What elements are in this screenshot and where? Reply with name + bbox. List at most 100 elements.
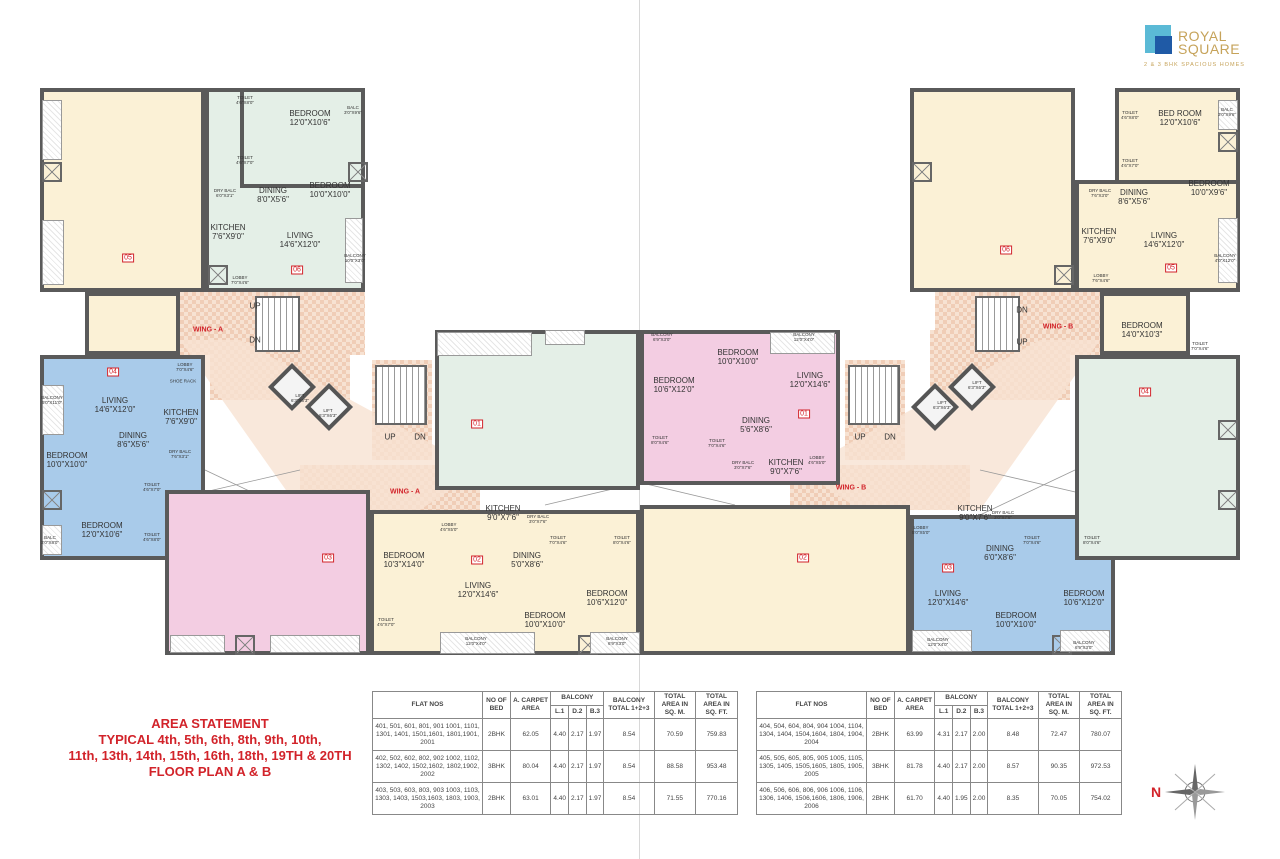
balcony-area: [42, 220, 64, 285]
flat-outline: [85, 292, 180, 355]
balcony-area: [437, 332, 532, 356]
room-name: BEDROOM: [524, 611, 566, 620]
balcony-area: [42, 100, 62, 160]
logo-name-1: ROYAL: [1178, 28, 1227, 44]
cell-carpet: 63.99: [893, 718, 936, 751]
room-dimensions: 10'6"X12'0": [586, 598, 628, 607]
room-dimensions: 12'0"X14'6": [927, 598, 969, 607]
col-l1: L.1: [550, 704, 569, 719]
room-dimensions: 10'6"X12'0": [653, 385, 695, 394]
room-name: BEDROOM: [1188, 179, 1230, 188]
room-name: LOBBY: [441, 522, 457, 527]
duct-shaft-icon: [912, 162, 932, 182]
staircase: [255, 296, 300, 352]
flat-number-badge: 04: [107, 367, 119, 377]
stair-direction-label: DN: [414, 432, 426, 442]
room-name: BALCONY: [1214, 253, 1236, 258]
room-dimensions: 3'0"X9'6": [1218, 112, 1236, 117]
wing-label: WING - B: [835, 484, 867, 492]
flat-outline: [240, 88, 365, 188]
room-dimensions: 8'6"X5'6": [117, 440, 149, 449]
stair-direction-label: UP: [1016, 337, 1028, 347]
cell-b3: 2.00: [969, 718, 989, 751]
room-name: DINING: [742, 416, 770, 425]
room-dimensions: 10'0"X10'0": [717, 357, 759, 366]
room-dimensions: 7'6"X9'0": [165, 417, 197, 426]
room-name: BEDROOM: [289, 109, 331, 118]
cell-flats: 405, 505, 605, 805, 905 1005, 1105, 1305…: [756, 750, 867, 783]
room-name: LOBBY: [913, 525, 929, 530]
cell-sqft: 972.53: [1079, 750, 1122, 783]
cell-sqm: 72.47: [1037, 718, 1081, 751]
room-name: DRY BALC: [526, 514, 550, 519]
room-name: DINING: [119, 431, 147, 440]
room-name: LIVING: [286, 231, 314, 240]
room-name: BEDROOM: [653, 376, 695, 385]
room-dimensions: 7'0"X4'6": [176, 367, 194, 372]
table-row: 403, 503, 603, 803, 903 1003, 1103, 1303…: [372, 782, 738, 815]
room-dimensions: 5'0"X11'0": [41, 400, 63, 405]
col-no-of-bed: NO OF BED: [482, 691, 511, 719]
room-name: LIVING: [101, 396, 129, 405]
room-name: BEDROOM: [309, 181, 351, 190]
room-name: TOILET: [1192, 341, 1208, 346]
room-dimensions: 4'6"X5'0": [808, 460, 826, 465]
room-dimensions: 7'0"X4'6": [549, 540, 567, 545]
room-name: SHOE RACK: [169, 378, 197, 384]
room-name: LOBBY: [177, 362, 193, 367]
col-balcony-total: BALCONY TOTAL 1+2+3: [603, 691, 655, 719]
duct-shaft-icon: [1218, 420, 1238, 440]
cell-l1: 4.40: [550, 718, 569, 751]
cell-bed: 3BHK: [482, 750, 511, 783]
room-name: LOBBY: [809, 455, 825, 460]
cell-sqft: 754.02: [1079, 782, 1122, 815]
room-name: DRY BALC: [731, 460, 755, 465]
room-name: KITCHEN: [957, 504, 993, 513]
cell-carpet: 61.70: [893, 782, 936, 815]
room-dimensions: 4'6"X7'0": [377, 622, 395, 627]
room-dimensions: 6'0"X8'6": [984, 553, 1016, 562]
room-dimensions: 12'0"X4'0": [793, 337, 815, 342]
room-name: BEDROOM: [717, 348, 759, 357]
cell-b3: 1.97: [585, 718, 605, 751]
flat-outline: [640, 505, 910, 655]
cell-sqft: 770.16: [695, 782, 738, 815]
room-name: LOBBY: [232, 275, 248, 280]
room-dimensions: 12'0"X4'0": [927, 642, 949, 647]
room-name: BEDROOM: [46, 451, 88, 460]
room-name: TOILET: [1084, 535, 1100, 540]
cell-flats: 404, 504, 604, 804, 904 1004, 1104, 1304…: [756, 718, 867, 751]
flat-number-badge: 03: [322, 553, 334, 563]
room-name: LIVING: [464, 581, 492, 590]
room-dimensions: 3'0"X7'6": [994, 515, 1012, 520]
cell-balc-total: 8.54: [603, 782, 655, 815]
room-name: DINING: [259, 186, 287, 195]
room-dimensions: 10'6"X12'0": [1063, 598, 1105, 607]
room-dimensions: 7'6"X9'0": [1083, 236, 1115, 245]
